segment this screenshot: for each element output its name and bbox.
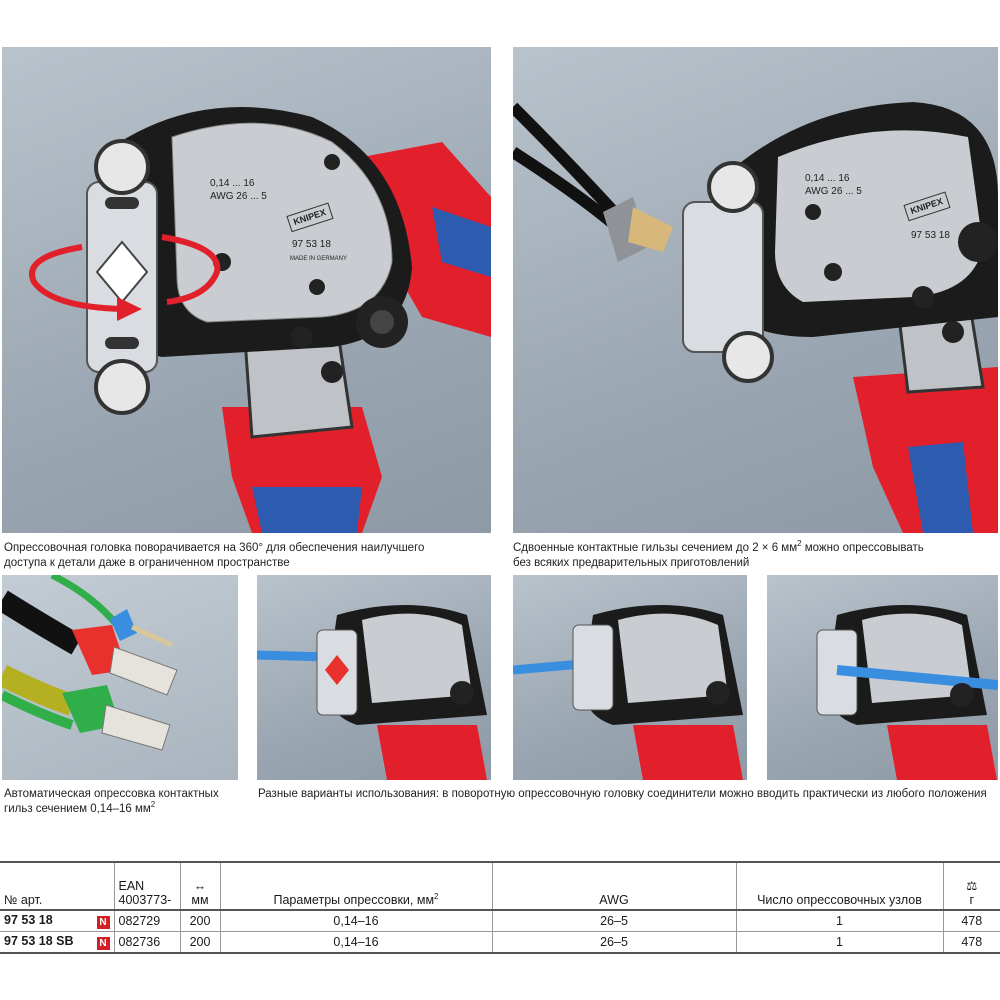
header-weight: ⚖ г bbox=[942, 861, 1000, 910]
header-params-sup: 2 bbox=[434, 891, 439, 901]
spec-table-header: № арт. EAN 4003773- ↔ мм Параметры опрес… bbox=[0, 861, 1000, 910]
tool-origin: MADE IN GERMANY bbox=[290, 256, 348, 262]
cell-ean: 082736 bbox=[113, 931, 180, 954]
header-ean-2: 4003773- bbox=[118, 893, 172, 907]
cell-length: 200 bbox=[179, 931, 220, 954]
cell-ean: 082729 bbox=[113, 909, 180, 932]
new-badge: N bbox=[96, 937, 110, 950]
header-params-text: Параметры опрессовки, мм bbox=[273, 893, 435, 907]
photo-usage-2 bbox=[513, 575, 747, 780]
header-count: Число опрессовочных узлов bbox=[735, 861, 943, 910]
table-row: 97 53 18 SB N 082736 200 0,14–16 26–5 1 4… bbox=[0, 931, 1000, 954]
caption-twin-ferrule: Сдвоенные контактные гильзы сечением до … bbox=[513, 539, 998, 571]
cell-count: 1 bbox=[735, 931, 943, 954]
caption-text: гильз сечением 0,14–16 мм bbox=[4, 803, 151, 815]
cell-length: 200 bbox=[179, 909, 220, 932]
tool-range-2: 0,14 ... 16 bbox=[805, 173, 850, 184]
tool-brand-logo: KNIPEX bbox=[286, 202, 334, 233]
header-weight-unit: г bbox=[969, 893, 975, 907]
tool-awg-2: AWG 26 ... 5 bbox=[805, 186, 862, 197]
caption-line: гильз сечением 0,14–16 мм2 bbox=[4, 800, 244, 817]
cell-weight: 478 bbox=[942, 931, 1000, 954]
scale-icon: ⚖ bbox=[966, 879, 978, 893]
usage-illustration-3 bbox=[816, 605, 998, 780]
spec-table: № арт. EAN 4003773- ↔ мм Параметры опрес… bbox=[0, 861, 1000, 954]
caption-text: Сдвоенные контактные гильзы сечением до … bbox=[513, 542, 798, 554]
usage-illustration-1 bbox=[257, 605, 487, 780]
art-number: 97 53 18 SB bbox=[4, 934, 74, 948]
header-ean: EAN 4003773- bbox=[113, 861, 180, 910]
caption-text: можно опрессовывать bbox=[801, 542, 924, 554]
caption-line: Разные варианты использования: в поворот… bbox=[258, 788, 987, 800]
cell-art: 97 53 18 N bbox=[0, 909, 114, 932]
tool-range: 0,14 ... 16 bbox=[210, 178, 255, 189]
cell-art: 97 53 18 SB N bbox=[0, 931, 114, 954]
cell-awg: 26–5 bbox=[491, 931, 736, 954]
header-art: № арт. bbox=[0, 861, 114, 910]
ferrules-illustration bbox=[2, 575, 178, 751]
crimper-illustration-2 bbox=[513, 102, 998, 533]
header-length: ↔ мм bbox=[179, 861, 220, 910]
header-length-unit: мм bbox=[191, 893, 209, 907]
caption-ferrules: Автоматическая опрессовка контактных гил… bbox=[4, 787, 244, 817]
cell-awg: 26–5 bbox=[491, 909, 736, 932]
photo-usage-3 bbox=[767, 575, 998, 780]
caption-line: Опрессовочная головка поворачивается на … bbox=[4, 542, 425, 554]
photo-rotating-head: 0,14 ... 16 AWG 26 ... 5 KNIPEX 97 53 18… bbox=[2, 47, 491, 533]
cell-params: 0,14–16 bbox=[219, 931, 492, 954]
header-awg: AWG bbox=[491, 861, 736, 910]
header-params: Параметры опрессовки, мм2 bbox=[219, 861, 492, 910]
art-number: 97 53 18 bbox=[4, 913, 53, 927]
cell-params: 0,14–16 bbox=[219, 909, 492, 932]
caption-line: Автоматическая опрессовка контактных bbox=[4, 788, 219, 800]
cell-count: 1 bbox=[735, 909, 943, 932]
caption-rotating-head: Опрессовочная головка поворачивается на … bbox=[4, 541, 494, 571]
caption-sup: 2 bbox=[150, 800, 156, 810]
caption-usage: Разные варианты использования: в поворот… bbox=[258, 787, 998, 802]
photo-twin-ferrule: 0,14 ... 16 AWG 26 ... 5 KNIPEX 97 53 18 bbox=[513, 47, 998, 533]
header-ean-1: EAN bbox=[118, 879, 145, 893]
tool-model: 97 53 18 bbox=[292, 239, 331, 250]
photo-ferrules bbox=[2, 575, 238, 780]
tool-plate-text-2: 0,14 ... 16 AWG 26 ... 5 KNIPEX 97 53 18 bbox=[805, 172, 951, 242]
caption-line: доступа к детали даже в ограниченном про… bbox=[4, 557, 290, 569]
photo-usage-1 bbox=[257, 575, 491, 780]
tool-plate-text: 0,14 ... 16 AWG 26 ... 5 KNIPEX 97 53 18… bbox=[210, 177, 347, 266]
table-row: 97 53 18 N 082729 200 0,14–16 26–5 1 478 bbox=[0, 909, 1000, 932]
crimper-illustration-1 bbox=[29, 107, 491, 533]
new-badge: N bbox=[96, 916, 110, 929]
tool-model-2: 97 53 18 bbox=[911, 230, 950, 241]
usage-illustration-2 bbox=[513, 605, 743, 780]
caption-sup: 2 bbox=[797, 539, 802, 549]
length-arrow-icon: ↔ bbox=[193, 879, 207, 893]
cell-weight: 478 bbox=[942, 909, 1000, 932]
caption-line: Сдвоенные контактные гильзы сечением до … bbox=[513, 539, 998, 556]
tool-awg: AWG 26 ... 5 bbox=[210, 191, 267, 202]
caption-line: без всяких предварительных приготовлений bbox=[513, 557, 750, 569]
